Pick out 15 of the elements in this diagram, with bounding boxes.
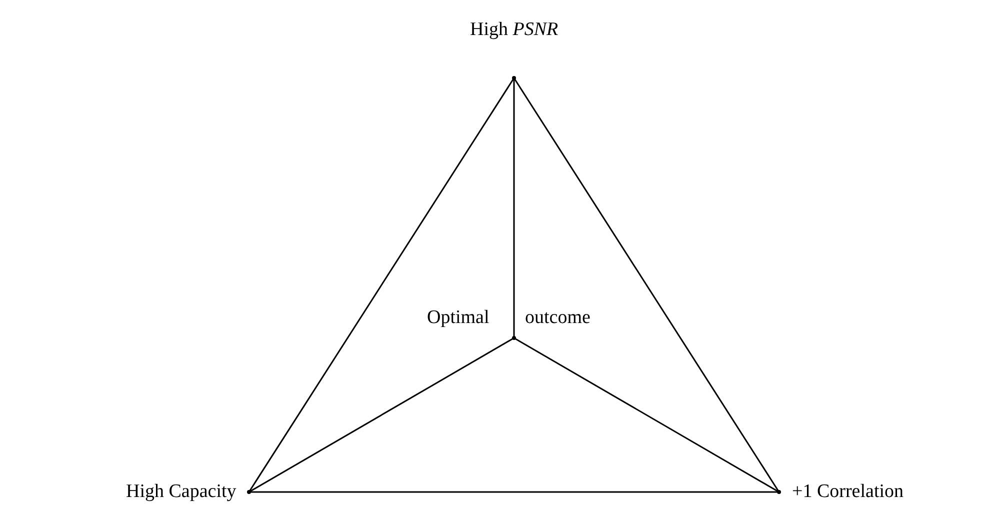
triangle-line bbox=[514, 337, 780, 493]
vertex-label: High Capacity bbox=[126, 480, 236, 504]
triangle-line bbox=[513, 78, 515, 338]
region-label: Optimal bbox=[427, 306, 490, 330]
junction-point bbox=[512, 336, 516, 340]
triangle-line bbox=[249, 491, 779, 493]
region-label: outcome bbox=[525, 306, 590, 330]
triangle-line bbox=[248, 337, 514, 493]
triangle-line bbox=[513, 78, 780, 492]
junction-point bbox=[247, 490, 251, 494]
vertex-label: +1 Correlation bbox=[792, 480, 904, 504]
junction-point bbox=[777, 490, 781, 494]
vertex-label: High PSNR bbox=[470, 18, 558, 42]
triangle-line bbox=[248, 78, 515, 492]
junction-point bbox=[512, 76, 516, 80]
